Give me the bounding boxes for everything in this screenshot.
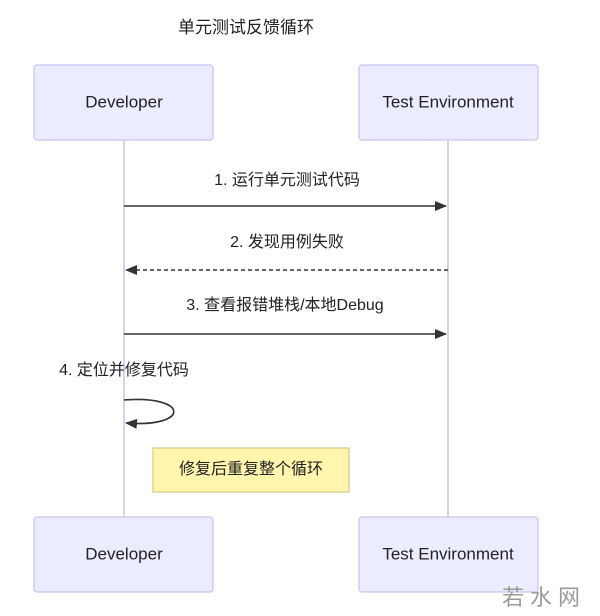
message-2-label: 2. 发现用例失败 bbox=[230, 233, 344, 251]
message-4-label: 4. 定位并修复代码 bbox=[59, 361, 189, 379]
actor-test-environment-bottom: Test Environment bbox=[358, 516, 539, 593]
actor-developer-top: Developer bbox=[33, 64, 214, 141]
actor-developer-label: Developer bbox=[85, 92, 163, 111]
message-3-label: 3. 查看报错堆栈/本地Debug bbox=[186, 296, 383, 314]
message-4-self-arrow bbox=[123, 398, 175, 429]
actor-test-environment-top: Test Environment bbox=[358, 64, 539, 141]
actor-developer-bottom: Developer bbox=[33, 516, 214, 593]
actor-test-environment-label: Test Environment bbox=[382, 92, 514, 111]
actor-test-environment-bottom-label: Test Environment bbox=[382, 544, 514, 563]
note-box: 修复后重复整个循环 bbox=[152, 447, 350, 493]
message-1-label: 1. 运行单元测试代码 bbox=[214, 171, 360, 189]
diagram-title: 单元测试反馈循环 bbox=[178, 18, 314, 37]
actor-developer-bottom-label: Developer bbox=[85, 544, 163, 563]
site-watermark: 若水网 bbox=[501, 586, 586, 611]
note-text: 修复后重复整个循环 bbox=[179, 460, 323, 478]
